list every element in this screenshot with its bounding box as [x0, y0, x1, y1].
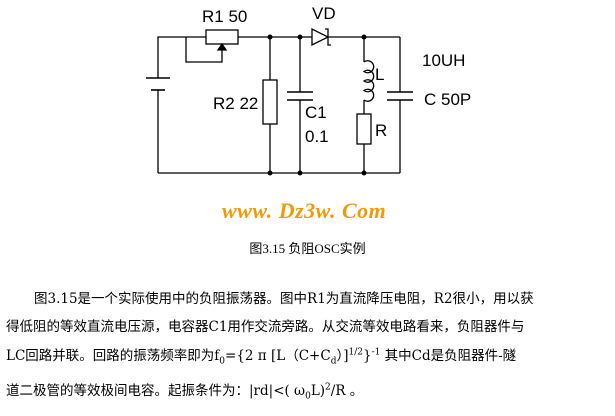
line3-sup-half: 1/2 — [348, 347, 363, 358]
figure-caption: 图3.15 负阻OSC实例 — [249, 241, 366, 256]
l-inductor — [362, 60, 375, 102]
line4-text-b: L) — [310, 383, 326, 399]
line3-sub-0: 0 — [219, 356, 226, 366]
line4-text-a: 道二极管的等效极间电容。起振条件为：|rd|<( ω — [6, 383, 306, 399]
wire-top-left — [157, 36, 186, 78]
line4-text-c: /R 。 — [330, 383, 364, 399]
c1-value-label: 0.1 — [305, 127, 329, 146]
r1-resistor — [205, 29, 239, 45]
r2-resistor — [262, 79, 278, 125]
c1-name-label: C1 — [305, 103, 327, 122]
r1-wiper-arrow — [216, 42, 228, 51]
line3-text-b: ={2 π [L（C+C — [225, 348, 331, 364]
junction-dot — [361, 34, 367, 40]
line3-text-e: 其中Cd是负阻器件-隧 — [380, 348, 517, 364]
paragraph-line-1: 图3.15是一个实际使用中的负阻振荡器。图中R1为直流降压电阻，R2很小，用以获 — [34, 291, 534, 307]
watermark: www. Dz3w. Com — [222, 198, 387, 223]
paragraph-line-4: 道二极管的等效极间电容。起振条件为：|rd|<( ω0L)2/R 。 — [6, 381, 610, 401]
r1-label: R1 50 — [202, 7, 247, 26]
r1-wiper — [185, 37, 223, 63]
junction-dot — [297, 34, 303, 40]
line3-text-a: LC回路并联。回路的振荡频率即为f — [6, 348, 220, 364]
r2-label: R2 22 — [213, 94, 258, 113]
line4-sub-0: 0 — [305, 391, 311, 401]
circuit-diagram: R1 50 VD R2 22 C1 0.1 L R 10UH C 50P — [146, 4, 471, 176]
junction-dot — [361, 170, 367, 176]
junction-dot — [267, 34, 273, 40]
vd-diode-triangle — [311, 27, 330, 47]
r-label: R — [375, 121, 387, 140]
c-label: C 50P — [424, 90, 471, 109]
l-value-label: 10UH — [422, 51, 465, 70]
paragraph-line-2: 得低阻的等效直流电压源，电容器C1用作交流旁路。从交流等效电路看来，负阻器件与 — [6, 319, 525, 335]
vd-label: VD — [312, 4, 336, 23]
line3-text-d: } — [362, 348, 372, 364]
line3-sub-d: d — [330, 356, 337, 366]
r-resistor — [356, 113, 372, 145]
junction-dot — [267, 170, 273, 176]
l-label: L — [375, 65, 384, 84]
junction-dot — [297, 170, 303, 176]
line4-sup-2: 2 — [325, 382, 331, 393]
line3-sup-minus-one: -1 — [371, 347, 381, 358]
line3-text-c: ）] — [336, 348, 349, 364]
paragraph-line-3: LC回路并联。回路的振荡频率即为f0={2 π [L（C+Cd）]1/2}-1 … — [6, 346, 610, 366]
